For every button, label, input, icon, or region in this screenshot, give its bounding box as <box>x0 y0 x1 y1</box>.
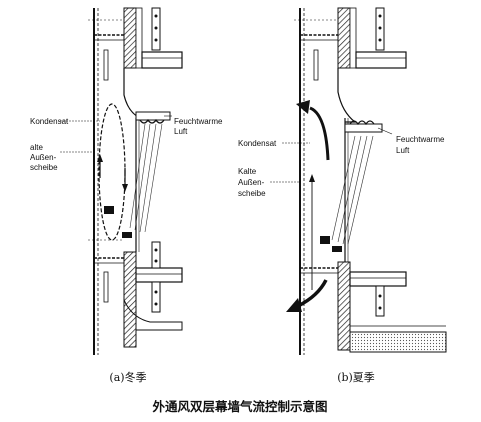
lower-wall-summer <box>337 261 351 351</box>
summer-condensate-label: Kondensat <box>238 139 277 148</box>
blind-head-winter <box>135 111 171 121</box>
lower-slab-winter <box>135 267 183 283</box>
lower-wall-winter <box>123 251 137 348</box>
summer-outer-pane-label-3: scheibe <box>238 189 266 198</box>
winter-humid-air-label-1: Feuchtwarme <box>174 117 223 126</box>
summer-humid-air-label-2: Luft <box>396 146 410 155</box>
winter-outer-pane-label-2: Außen- <box>30 153 57 162</box>
upper-wall-summer <box>337 7 351 69</box>
diagram-title: 外通风双层幕墙气流控制示意图 <box>151 399 327 414</box>
summer-caption: (b)夏季 <box>337 371 375 384</box>
summer-humid-air-label-1: Feuchtwarme <box>396 135 445 144</box>
upper-wall-winter <box>123 7 137 69</box>
circulation-loop-winter <box>98 103 126 241</box>
summer-outer-pane-label-1: Kalte <box>238 167 257 176</box>
winter-caption: (a)冬季 <box>109 370 146 384</box>
upper-slab-winter <box>141 51 183 69</box>
lower-slab-summer <box>349 271 407 287</box>
upper-slab-summer <box>355 51 407 69</box>
winter-outer-pane-label-1: alte <box>30 143 43 152</box>
summer-outer-pane-label-2: Außen- <box>238 178 265 187</box>
blind-head-summer <box>344 123 383 133</box>
summer-panel: Kondensat Kalte Außen- scheibe Feuchtwar… <box>238 7 447 355</box>
winter-outer-pane-label-3: scheibe <box>30 163 58 172</box>
floor-base-summer <box>349 331 447 353</box>
winter-condensate-label: Kondensat <box>30 117 69 126</box>
outflow-arrow-summer <box>309 106 330 161</box>
winter-humid-air-label-2: Luft <box>174 127 188 136</box>
winter-panel: Kondensat alte Außen- scheibe Feuchtwarm… <box>30 7 223 355</box>
inflow-arrow-summer <box>297 279 328 308</box>
